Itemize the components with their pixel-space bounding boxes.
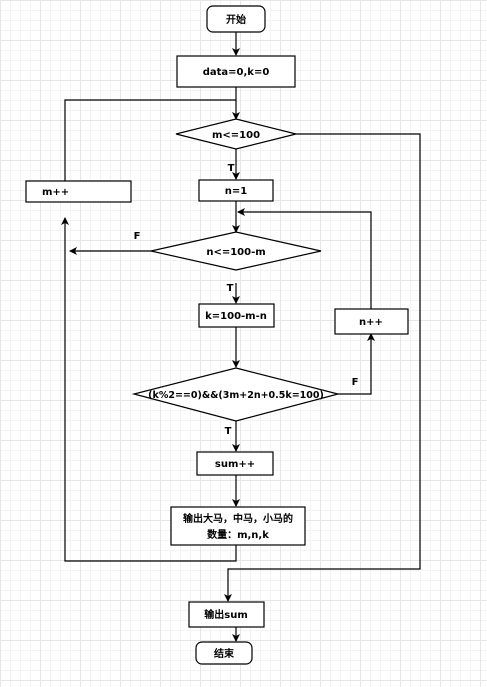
edge-cond-main-false [338, 333, 375, 395]
edges [61, 32, 421, 642]
node-n-inc-label: n++ [359, 317, 383, 328]
node-sum-inc: sum++ [196, 451, 274, 476]
node-output-line1: 输出大马，中马，小马的 [183, 512, 293, 525]
node-init-label: data=0,k=0 [203, 67, 270, 78]
node-n-inc: n++ [334, 308, 409, 335]
label-n-false: F [134, 231, 141, 242]
node-cond-n: n<=100-m [150, 231, 322, 271]
label-n-true: T [227, 283, 234, 294]
node-set-n: n=1 [198, 179, 274, 202]
label-m-true: T [228, 163, 235, 174]
node-cond-main-label: (k%2==0)&&(3m+2n+0.5k=100) [148, 390, 324, 401]
node-output-sum: 输出sum [188, 601, 265, 628]
node-output-line2: 数量：m,n,k [207, 528, 269, 541]
node-sum-inc-label: sum++ [215, 459, 255, 470]
label-main-false: F [352, 377, 359, 388]
node-m-inc-label: m++ [42, 187, 69, 198]
node-cond-main: (k%2==0)&&(3m+2n+0.5k=100) [131, 367, 341, 422]
node-start: 开始 [206, 5, 266, 33]
node-init: data=0,k=0 [176, 55, 296, 88]
node-cond-m: m<=100 [175, 118, 297, 150]
node-output-result: 输出大马，中马，小马的 数量：m,n,k [170, 506, 306, 546]
label-main-true: T [225, 426, 232, 437]
node-calc-k: k=100-m-n [198, 303, 275, 328]
edge-cond-m-false [224, 133, 421, 602]
edge-n-inc-back [237, 208, 372, 309]
edge-labels: T F T F T [134, 163, 359, 437]
edge-m-inc-back [64, 99, 236, 181]
node-cond-n-label: n<=100-m [206, 247, 265, 258]
node-start-label: 开始 [226, 13, 246, 26]
node-cond-m-label: m<=100 [212, 130, 260, 141]
node-output-sum-label: 输出sum [204, 608, 248, 621]
node-set-n-label: n=1 [225, 186, 247, 197]
node-calc-k-label: k=100-m-n [205, 311, 267, 322]
node-end: 结束 [195, 641, 253, 665]
node-m-inc: m++ [25, 180, 132, 203]
node-end-label: 结束 [214, 647, 235, 660]
edge-output-m-inc [61, 217, 237, 562]
